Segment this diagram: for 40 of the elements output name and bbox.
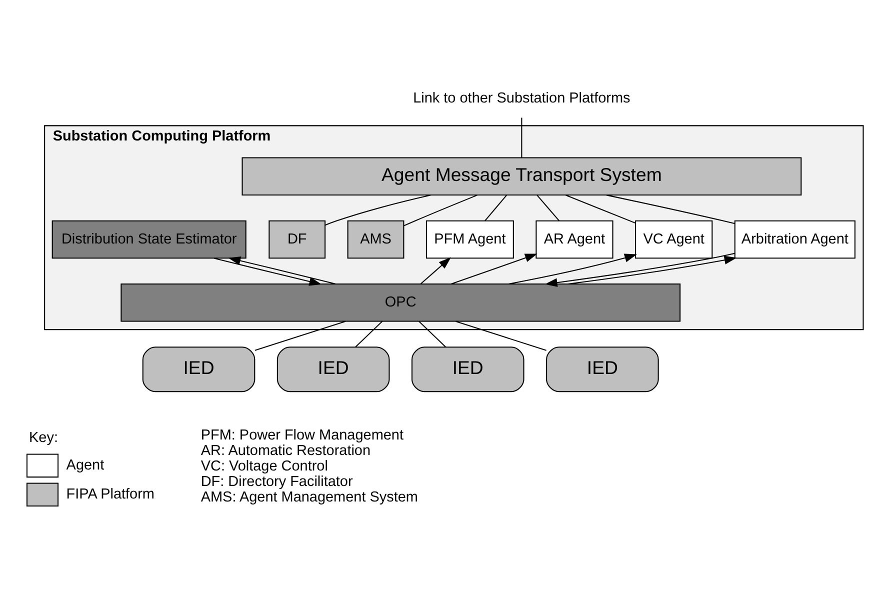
connector — [536, 194, 560, 221]
node-box: AMS — [347, 220, 404, 259]
node-box: AR Agent — [536, 220, 614, 259]
node-box: OPC — [120, 284, 681, 322]
arrow — [544, 252, 735, 287]
connector — [404, 194, 478, 226]
connector — [521, 118, 522, 158]
arrow — [508, 254, 637, 284]
node-box: IED — [411, 346, 524, 392]
connector — [606, 194, 735, 224]
node-box: PFM Agent — [426, 220, 514, 259]
label: AR: Automatic Restoration — [200, 443, 371, 460]
legend-label: FIPA Platform — [66, 486, 154, 502]
connector — [456, 320, 546, 351]
arrow — [228, 256, 336, 284]
connector — [484, 194, 508, 221]
legend-label: Agent — [66, 457, 104, 474]
arrow — [450, 254, 538, 284]
label: PFM: Power Flow Management — [200, 427, 404, 444]
label: AMS: Agent Management System — [200, 490, 418, 506]
connector — [355, 321, 383, 348]
node-box: Arbitration Agent — [734, 220, 856, 259]
connector — [566, 194, 636, 224]
arrow — [214, 258, 322, 286]
node-box: VC Agent — [635, 220, 713, 259]
connector — [254, 320, 346, 351]
node-box: IED — [546, 346, 659, 392]
node-box: DF — [268, 220, 326, 259]
node-box: IED — [276, 346, 390, 392]
connector — [325, 194, 432, 226]
node-box: Distribution State Estimator — [52, 220, 246, 259]
label: VC: Voltage Control — [200, 458, 328, 475]
node-box: IED — [142, 346, 256, 392]
node-box: Agent Message Transport System — [242, 157, 802, 196]
connector — [418, 321, 446, 348]
arrow — [568, 256, 737, 284]
label: Key: — [29, 430, 58, 446]
arrow — [420, 257, 452, 284]
label: DF: Directory Facilitator — [200, 474, 353, 490]
node-text: Link to other Substation Platforms — [413, 90, 630, 107]
